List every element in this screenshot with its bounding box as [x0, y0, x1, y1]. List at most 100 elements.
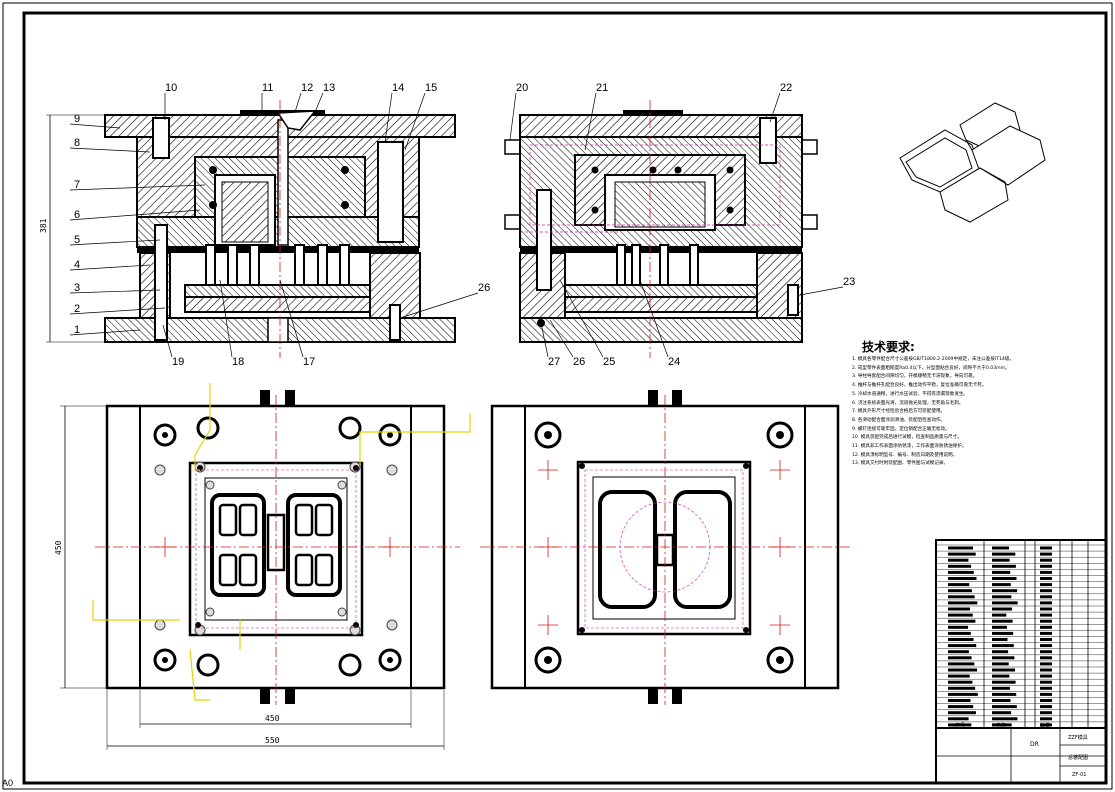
plan-inner-width-dimension: 450	[265, 714, 280, 723]
callout-leader	[549, 319, 574, 358]
callout-leader	[69, 239, 161, 246]
title-block-name-row1: ZZF模具	[1068, 735, 1088, 741]
screw-top	[152, 117, 170, 159]
part-label-9: 9	[74, 113, 80, 125]
callout-leader	[540, 322, 549, 358]
ejector-pins	[205, 244, 350, 286]
tech-requirement-item: 3. 导柱导套配合间隙均匀，开模顺畅无卡滞现象，导向可靠。	[852, 374, 978, 380]
callout-leader	[294, 92, 302, 113]
part-label-21: 21	[596, 82, 608, 94]
part-label-5: 5	[74, 234, 80, 246]
tech-requirement-item: 1. 模具各零件配合尺寸公差按GB/T1800.2-2009中规定，未注公差按I…	[852, 357, 1014, 362]
section-view-side	[504, 100, 818, 358]
part-label-14: 14	[392, 82, 404, 94]
guide-pin	[154, 224, 168, 341]
part-label-18: 18	[232, 356, 244, 368]
callout-leader	[399, 292, 479, 319]
part-label-8: 8	[74, 137, 80, 149]
tech-requirement-item: 4. 推杆与推杆孔配合良好，推出动作平稳，复位准确可靠无卡死。	[852, 383, 987, 389]
part-label-13: 13	[323, 82, 335, 94]
sheet-size-code: A0	[2, 778, 14, 788]
part-label-26: 26	[478, 282, 490, 294]
ejector-guide	[267, 317, 289, 343]
tech-requirement-item: 10. 模具装配完成后进行试模，检查制品质量与尺寸。	[852, 435, 962, 441]
tech-requirement-item: 6. 浇注系统表面光滑，流道抛光处理，无死角与毛刺。	[852, 400, 964, 406]
part-label-4: 4	[74, 259, 80, 271]
tech-requirement-item: 9. 螺钉连接可靠牢固，定位销配合正确无松动。	[852, 426, 950, 432]
plan-view-moving-half	[480, 390, 850, 705]
title-block-designation: DR	[1030, 741, 1039, 748]
title-block-name-row2: 总装配图	[1068, 755, 1089, 761]
part-label-19: 19	[172, 356, 184, 368]
callout-leader	[69, 329, 141, 336]
callout-leader	[639, 279, 669, 358]
callout-leader	[69, 147, 151, 153]
section-height-dimension: 381	[39, 218, 48, 233]
part-label-15: 15	[425, 82, 437, 94]
tech-requirement-item: 8. 各滑动配合面涂润滑油，装配后检查动作。	[852, 417, 946, 423]
tech-requirement-item: 5. 冷却水道通畅，进行水压试验，不得有渗漏现象发生。	[852, 391, 969, 397]
title-block-col-header-3: 数量	[1040, 723, 1051, 729]
plan-outer-width-dimension: 550	[265, 736, 280, 745]
title-block-drawing-no: ZF-01	[1072, 772, 1087, 778]
molded-container-isometric-icon	[899, 102, 1046, 223]
callout-leader	[69, 264, 151, 271]
section-view-front: 3 8 1	[39, 100, 456, 358]
part-label-6: 6	[74, 209, 80, 221]
tech-requirements-list: 1. 模具各零件配合尺寸公差按GB/T1800.2-2009中规定，未注公差按I…	[852, 356, 1092, 469]
part-label-25: 25	[603, 356, 615, 368]
tech-requirement-item: 12. 模具须标明型号、编号、制造日期及使用说明。	[852, 452, 958, 458]
tech-requirement-item: 11. 模具非工作表面涂防锈漆，工作表面涂防锈油保护。	[852, 444, 967, 450]
part-label-20: 20	[516, 82, 528, 94]
title-block-col-header-1: 序号	[955, 723, 966, 729]
callout-leader	[404, 92, 426, 151]
callout-leader	[384, 92, 393, 143]
screw-bottom	[389, 304, 401, 341]
part-label-23: 23	[843, 276, 855, 288]
callout-leader	[279, 279, 304, 358]
ejector-retainer-plate	[184, 284, 371, 298]
part-label-10: 10	[165, 82, 177, 94]
callout-leader	[584, 92, 597, 151]
callout-leader	[799, 286, 844, 296]
tech-requirements-title: 技术要求:	[862, 340, 915, 354]
callout-leader	[69, 184, 206, 191]
callout-leader	[314, 92, 324, 113]
callout-leader	[69, 289, 161, 294]
part-label-7: 7	[74, 179, 80, 191]
part-label-11: 11	[262, 82, 273, 94]
part-label-2: 2	[74, 303, 80, 315]
title-block	[935, 539, 1107, 784]
title-block-col-header-2: 名称	[996, 723, 1007, 729]
support-plate	[137, 247, 419, 253]
plan-height-dimension: 450	[54, 540, 63, 555]
callout-leader	[509, 92, 517, 141]
callout-leader	[559, 279, 604, 358]
part-label-26: 26	[573, 356, 585, 368]
tech-requirement-item: 7. 模具外形尺寸经检验合格后方可装配使用。	[852, 409, 946, 415]
callout-leader	[162, 324, 173, 358]
tech-requirement-item: 13. 模具交付时附装配图、零件图与试模记录。	[852, 461, 949, 467]
part-label-24: 24	[668, 356, 680, 368]
cooling-channels	[209, 166, 349, 209]
inner-frame	[22, 11, 1108, 785]
callout-leader	[69, 209, 201, 221]
sprue-bushing	[277, 119, 289, 246]
part-label-22: 22	[780, 82, 792, 94]
callout-leader	[69, 307, 166, 315]
part-label-3: 3	[74, 282, 80, 294]
callout-leader	[69, 123, 121, 129]
ejector-plate	[184, 296, 371, 313]
part-callouts-side: 20 21 22 23 24 25 26 27	[509, 82, 855, 368]
return-pin	[377, 141, 404, 243]
part-label-27: 27	[548, 356, 560, 368]
part-label-12: 12	[301, 82, 313, 94]
callout-leader	[769, 92, 781, 123]
callout-leader	[219, 279, 233, 358]
part-label-1: 1	[74, 324, 80, 336]
plan-view-fixed-half: 450 450 550	[54, 383, 471, 750]
tech-requirement-item: 2. 成型零件表面粗糙度Ra0.4以下，分型面贴合良好，间隙不大于0.03mm。	[852, 365, 1010, 371]
